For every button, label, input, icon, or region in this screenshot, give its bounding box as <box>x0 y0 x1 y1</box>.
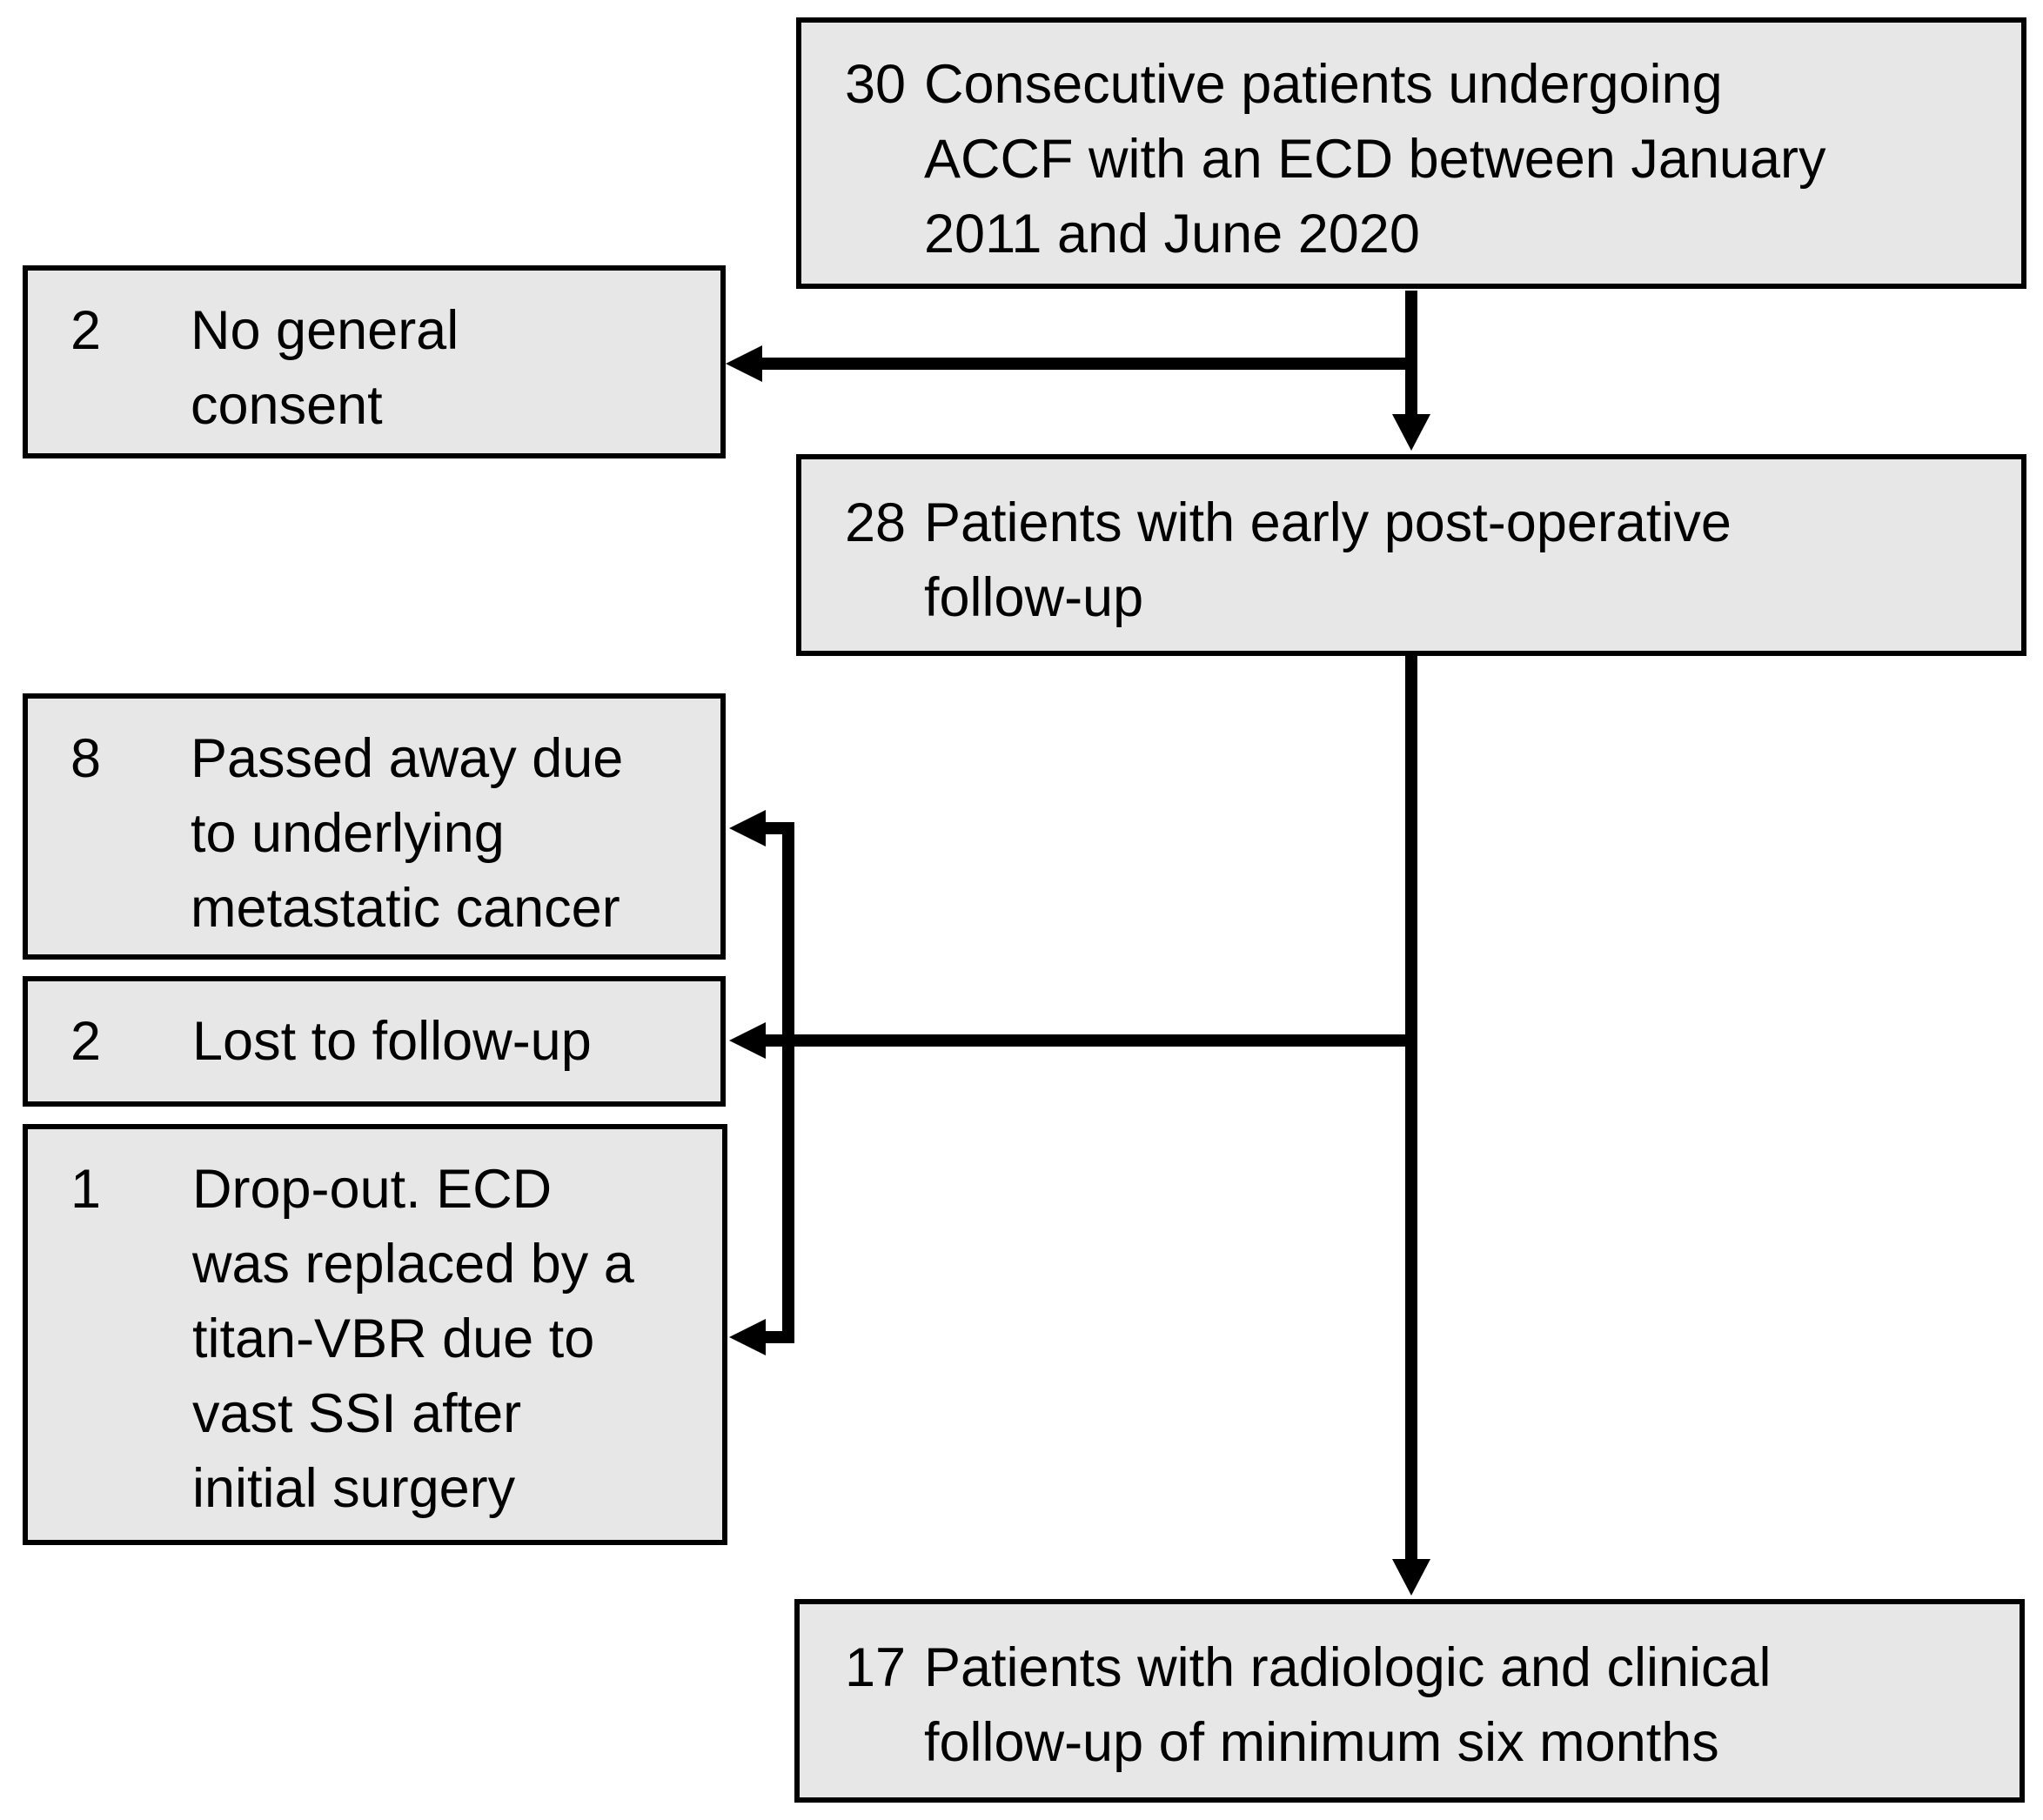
count-dropout: 1 <box>70 1159 102 1220</box>
count-screened: 30 <box>845 54 907 115</box>
box-lost: 2 Lost to follow-up <box>23 976 726 1107</box>
label-no-consent: No general consent <box>191 300 459 436</box>
box-passed-away: 8 Passed away due to underlying metastat… <box>23 693 726 960</box>
arrowhead-lost <box>729 1022 766 1059</box>
count-no-consent: 2 <box>70 300 102 361</box>
count-final: 17 <box>845 1637 907 1698</box>
label-final: Patients with radiologic and clinical fo… <box>924 1637 1772 1773</box>
label-screened: Consecutive patients undergoing ACCF wit… <box>924 54 1826 264</box>
arrowhead-dropout <box>729 1319 766 1355</box>
count-passed-away: 8 <box>70 728 102 789</box>
box-final: 17 Patients with radiologic and clinical… <box>794 1599 2025 1803</box>
box-no-consent: 2 No general consent <box>23 265 726 458</box>
arrowhead-passed-away <box>729 810 766 846</box>
arrowhead-final <box>1392 1559 1430 1596</box>
arrowhead-early <box>1392 414 1430 451</box>
count-early-followup: 28 <box>845 492 907 553</box>
label-lost: Lost to follow-up <box>192 1011 592 1072</box>
label-passed-away: Passed away due to underlying metastatic… <box>191 728 624 939</box>
label-early-followup: Patients with early post-operative follo… <box>924 492 1732 628</box>
box-screened: 30 Consecutive patients undergoing ACCF … <box>796 17 2026 289</box>
exclusion-bracket <box>759 822 794 1343</box>
label-dropout: Drop-out. ECD was replaced by a titan-VB… <box>192 1159 634 1519</box>
count-lost: 2 <box>70 1011 102 1072</box>
box-early-followup: 28 Patients with early post-operative fo… <box>796 454 2026 656</box>
arrowhead-no-consent <box>726 345 762 382</box>
box-dropout: 1 Drop-out. ECD was replaced by a titan-… <box>23 1124 727 1545</box>
